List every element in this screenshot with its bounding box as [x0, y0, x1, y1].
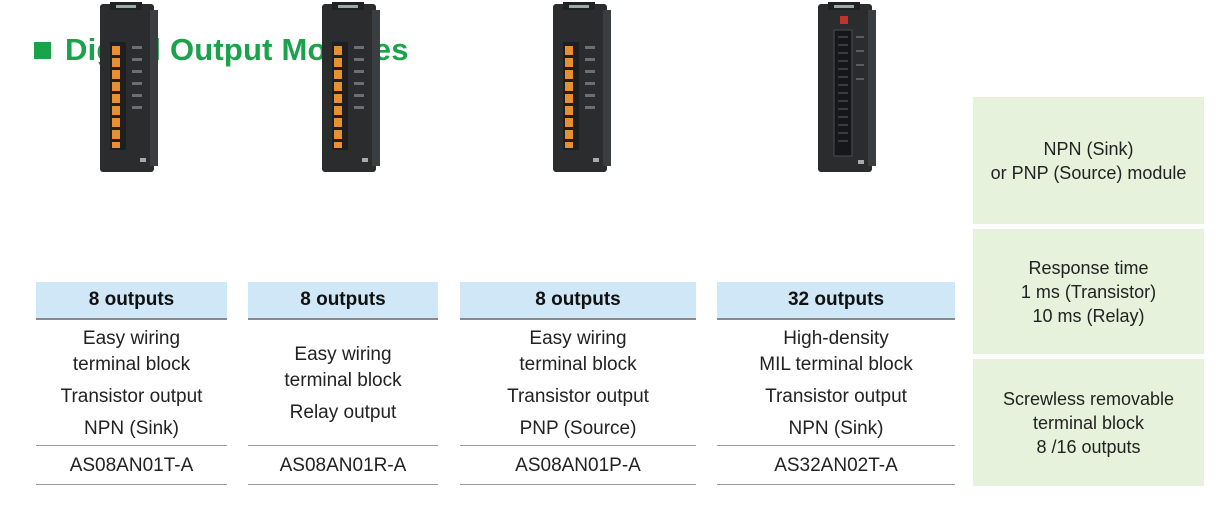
module-8pt-icon	[100, 2, 158, 172]
module-description: High-density MIL terminal block Transist…	[717, 322, 955, 446]
feature-line: or PNP (Source) module	[990, 162, 1187, 183]
feature-box-sink-source: NPN (Sink) or PNP (Source) module	[973, 97, 1204, 224]
module-description: Easy wiring terminal block Transistor ou…	[36, 322, 227, 446]
feature-box-response-time: Response time 1 ms (Transistor) 10 ms (R…	[973, 229, 1204, 354]
module-8pt-icon	[553, 2, 611, 172]
feature-line: NPN (Sink)	[1043, 138, 1134, 159]
terminal-module-image	[318, 0, 382, 176]
module-32pt-icon	[818, 2, 876, 172]
title-bullet-icon	[34, 41, 51, 59]
description-line: Easy wiring	[529, 327, 627, 349]
description-line: terminal block	[284, 369, 402, 391]
description-line: NPN (Sink)	[83, 417, 179, 439]
terminal-module-image	[549, 0, 613, 176]
module-outputs-header: 8 outputs	[248, 282, 438, 320]
module-model-number: AS08AN01P-A	[460, 447, 696, 485]
description-line: Transistor output	[765, 385, 907, 407]
feature-line: 8 /16 outputs	[1036, 436, 1141, 457]
terminal-module-image	[96, 0, 160, 176]
module-model-number: AS32AN02T-A	[717, 447, 955, 485]
mil-module-image	[814, 0, 878, 176]
feature-line: 10 ms (Relay)	[1032, 305, 1145, 326]
feature-line: terminal block	[1032, 412, 1145, 433]
feature-box-terminal-block: Screwless removable terminal block 8 /16…	[973, 359, 1204, 486]
module-model-number: AS08AN01R-A	[248, 447, 438, 485]
description-line: terminal block	[72, 353, 191, 375]
feature-line: Response time	[1028, 257, 1149, 278]
module-description: Easy wiring terminal block Transistor ou…	[460, 322, 696, 446]
module-description: Easy wiring terminal block Relay output	[248, 322, 438, 446]
feature-line: Screwless removable	[1002, 388, 1175, 409]
feature-line: 1 ms (Transistor)	[1020, 281, 1157, 302]
description-line: terminal block	[519, 353, 637, 375]
description-line: MIL terminal block	[759, 353, 913, 375]
module-8pt-icon	[322, 2, 380, 172]
module-outputs-header: 8 outputs	[460, 282, 696, 320]
description-line: Transistor output	[60, 385, 203, 407]
description-line: Relay output	[289, 401, 397, 423]
description-line: High-density	[783, 327, 889, 349]
description-line: NPN (Sink)	[788, 417, 884, 439]
description-line: Easy wiring	[294, 343, 392, 365]
description-line: PNP (Source)	[519, 417, 637, 439]
module-outputs-header: 8 outputs	[36, 282, 227, 320]
module-model-number: AS08AN01T-A	[36, 447, 227, 485]
description-line: Transistor output	[507, 385, 649, 407]
description-line: Easy wiring	[82, 327, 181, 349]
module-outputs-header: 32 outputs	[717, 282, 955, 320]
